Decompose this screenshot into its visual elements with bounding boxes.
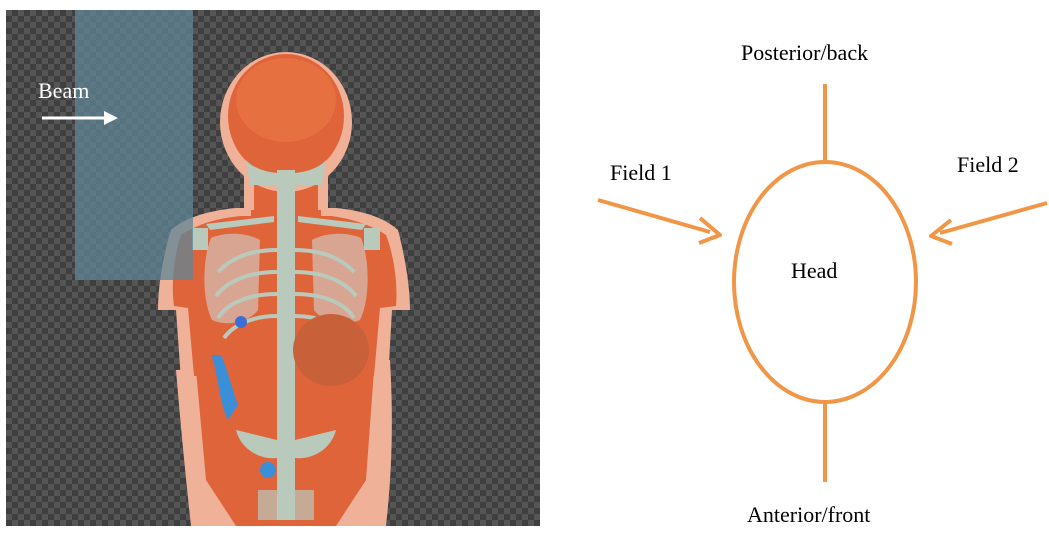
field-schematic-panel: Posterior/back Field 1 Field 2 Head Ante…	[560, 0, 1049, 533]
beam-label: Beam	[38, 78, 89, 104]
head-label: Head	[791, 258, 837, 284]
field-2-arrow	[931, 203, 1047, 244]
posterior-label: Posterior/back	[741, 40, 868, 66]
field-1-arrow	[598, 200, 720, 243]
beam-field	[75, 10, 193, 280]
field-1-label: Field 1	[610, 160, 672, 186]
field-2-label: Field 2	[957, 152, 1019, 178]
phantom-image-panel: Beam	[6, 10, 540, 526]
anterior-label: Anterior/front	[747, 502, 870, 528]
